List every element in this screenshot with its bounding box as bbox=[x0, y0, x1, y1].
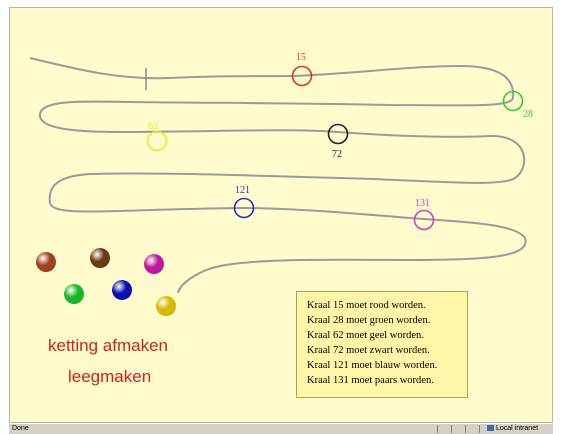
instructions-box: Kraal 15 moet rood worden. Kraal 28 moet … bbox=[296, 291, 468, 398]
clear-chain-link[interactable]: leegmaken bbox=[68, 367, 152, 386]
instruction-line: Kraal 72 moet zwart worden. bbox=[307, 345, 430, 356]
palette-bead-green[interactable] bbox=[64, 284, 84, 304]
bead-number-label: 62 bbox=[148, 121, 158, 132]
instruction-line: Kraal 62 moet geel worden. bbox=[307, 330, 424, 341]
status-separator bbox=[437, 425, 438, 433]
instruction-line: Kraal 28 moet groen worden. bbox=[307, 315, 431, 326]
status-bar: Done Local intranet bbox=[9, 423, 553, 434]
bead-slot-62[interactable] bbox=[146, 130, 168, 152]
instruction-line: Kraal 121 moet blauw worden. bbox=[307, 360, 438, 371]
security-zone: Local intranet bbox=[487, 425, 538, 432]
palette-bead-brown[interactable] bbox=[90, 248, 110, 268]
bead-slot-121[interactable] bbox=[233, 197, 255, 219]
bead-number-label: 121 bbox=[235, 185, 250, 196]
bead-number-label: 72 bbox=[332, 149, 342, 160]
status-separator bbox=[451, 425, 452, 433]
bead-slot-28[interactable] bbox=[502, 90, 524, 112]
bead-number-label: 28 bbox=[523, 109, 533, 120]
status-separator bbox=[479, 425, 480, 433]
intranet-icon bbox=[487, 425, 494, 431]
bead-slot-15[interactable] bbox=[291, 65, 313, 87]
bead-chain-app: 15 28 62 72 121 131 ketting afmaken leegmaken… bbox=[9, 7, 553, 423]
palette-bead-magenta[interactable] bbox=[144, 254, 164, 274]
palette-bead-yellow[interactable] bbox=[156, 296, 176, 316]
palette-bead-blue[interactable] bbox=[112, 280, 132, 300]
bead-number-label: 15 bbox=[296, 52, 306, 63]
chain-string bbox=[29, 57, 527, 294]
palette-bead-red-brown[interactable] bbox=[36, 252, 56, 272]
finish-chain-link[interactable]: ketting afmaken bbox=[48, 336, 169, 355]
status-separator bbox=[465, 425, 466, 433]
instruction-line: Kraal 131 moet paars worden. bbox=[307, 375, 434, 386]
status-text: Done bbox=[12, 425, 29, 432]
instruction-line: Kraal 15 moet rood worden. bbox=[307, 300, 426, 311]
bead-number-label: 131 bbox=[415, 198, 430, 209]
zone-label: Local intranet bbox=[496, 425, 539, 432]
bead-slot-131[interactable] bbox=[413, 209, 435, 231]
bead-slot-72[interactable] bbox=[327, 123, 349, 145]
chain-canvas: 15 28 62 72 121 131 bbox=[29, 52, 533, 294]
bead-slots: 15 28 62 72 121 131 bbox=[146, 52, 533, 231]
